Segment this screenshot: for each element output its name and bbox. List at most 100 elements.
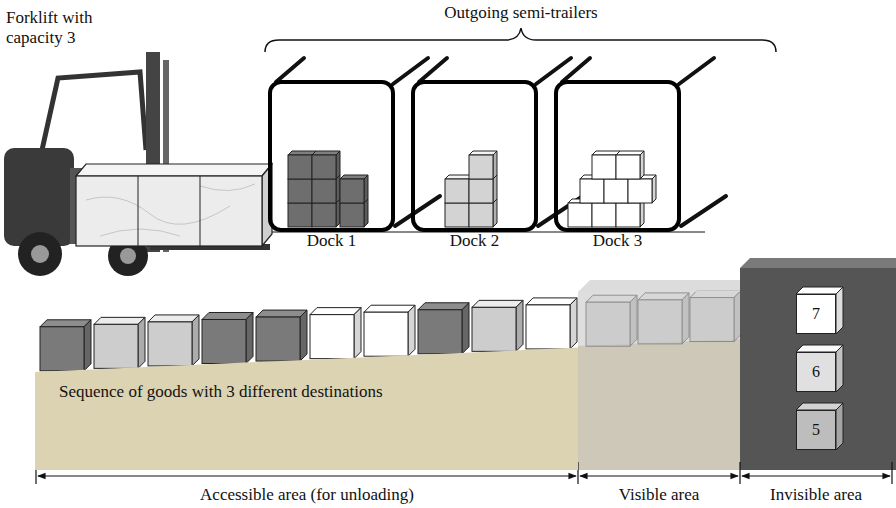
box-top [796, 287, 843, 294]
box-top [148, 315, 199, 322]
loaded-goods [288, 151, 656, 227]
box-side [516, 300, 523, 351]
box-side [364, 175, 368, 203]
hidden-box: 5 [796, 410, 836, 450]
dock-outline: Dock 2 [411, 80, 538, 232]
goods-box [94, 317, 145, 368]
visible-area-top [578, 280, 748, 292]
invisible-area-panel [740, 268, 896, 470]
load-divider [200, 176, 201, 246]
box-top [592, 151, 620, 155]
goods-box [472, 300, 523, 351]
box-side [336, 151, 340, 179]
wheel-hub [31, 245, 49, 263]
box-front [604, 179, 628, 203]
dimension-arrow [580, 475, 738, 476]
box-top [310, 308, 361, 315]
box-side [836, 345, 843, 392]
curly-brace [265, 28, 776, 52]
box-side [364, 199, 368, 227]
goods-box [256, 310, 307, 361]
dimension-tick [891, 462, 892, 484]
box-side [493, 199, 497, 227]
box-top [472, 300, 523, 307]
box-front [148, 322, 192, 366]
goods-box [418, 303, 469, 354]
overhead-guard [42, 72, 146, 150]
area-label: Visible area [619, 485, 700, 505]
box-front [469, 155, 493, 179]
box-front [256, 317, 300, 361]
trailer-edge [276, 58, 304, 82]
box-front [94, 324, 138, 368]
marble-load [76, 176, 262, 246]
dimension-tick [739, 462, 740, 484]
box-front [472, 307, 516, 351]
box-top [796, 403, 843, 410]
invisible-area-top [740, 258, 896, 268]
trailer-edge [562, 58, 590, 82]
box-front [445, 203, 469, 227]
box-side [84, 320, 91, 371]
hidden-box: 7 [796, 294, 836, 334]
box-front [312, 179, 336, 203]
box-top [418, 303, 469, 310]
box-front [616, 155, 640, 179]
dock-outline: Dock 1 [268, 80, 395, 232]
belt-fill [35, 348, 578, 470]
marble-veins [86, 184, 255, 236]
box-side [354, 308, 361, 359]
box-front [445, 179, 469, 203]
hidden-box-faces [796, 287, 843, 450]
box-side [652, 175, 656, 203]
load-divider [138, 176, 139, 246]
forklift-label: Forklift with capacity 3 [6, 8, 134, 48]
box-top [202, 312, 253, 319]
box-front [288, 179, 312, 203]
trailer-edge [681, 196, 726, 226]
box-front [202, 319, 246, 363]
trailer-edge [395, 196, 440, 226]
group-heading: Outgoing semi-trailers [444, 3, 597, 23]
trailer-box [469, 151, 497, 179]
box-top [469, 151, 497, 155]
box-front [288, 155, 312, 179]
box-top [256, 310, 307, 317]
wheel [18, 232, 62, 276]
box-top [796, 345, 843, 352]
box-top [364, 305, 415, 312]
box-side [192, 315, 199, 366]
box-side [246, 312, 253, 363]
dock-label: Dock 2 [450, 231, 500, 251]
box-number: 7 [812, 305, 820, 324]
box-front [592, 203, 616, 227]
dock-outline: Dock 3 [554, 80, 681, 232]
box-front [568, 203, 592, 227]
goods-box [202, 312, 253, 363]
goods-box [526, 298, 577, 349]
box-front [469, 179, 493, 203]
dimension-arrow [38, 475, 576, 476]
box-front [310, 315, 354, 359]
area-label: Accessible area (for unloading) [200, 485, 414, 505]
dock-label: Dock 1 [307, 231, 357, 251]
box-top [526, 298, 577, 305]
box-front [469, 203, 493, 227]
box-top [312, 151, 340, 155]
box-side [462, 303, 469, 354]
box-front [616, 203, 640, 227]
box-side [408, 305, 415, 356]
forklift-symbol [4, 52, 272, 276]
dock-label: Dock 3 [593, 231, 643, 251]
box-top [340, 175, 368, 179]
box-front [526, 305, 570, 349]
goods-box [148, 315, 199, 366]
box-side [138, 317, 145, 368]
box-front [580, 179, 604, 203]
trailer-edge [679, 58, 714, 84]
load-top [76, 164, 272, 176]
box-side [300, 310, 307, 361]
trailer-box [340, 175, 368, 203]
trailer-box [312, 151, 340, 179]
